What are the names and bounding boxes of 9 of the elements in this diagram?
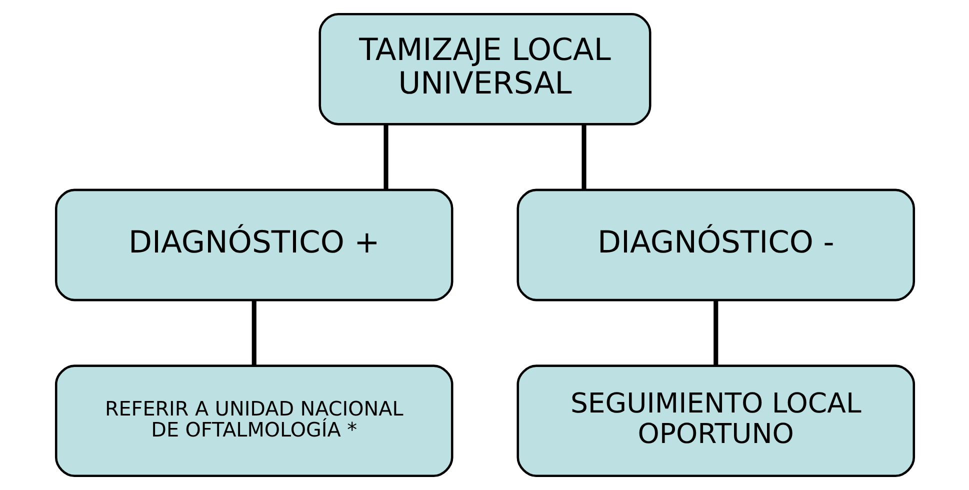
connector — [383, 124, 388, 190]
connector — [251, 300, 256, 366]
connector — [713, 300, 718, 366]
connector — [581, 124, 586, 190]
node-box: DIAGNÓSTICO + — [54, 188, 453, 302]
node-box: REFERIR A UNIDAD NACIONAL DE OFTALMOLOGÍA * — [54, 364, 453, 478]
node-box: SEGUIMIENTO LOCAL OPORTUNO — [516, 364, 915, 478]
node-box: TAMIZAJE LOCAL UNIVERSAL — [318, 12, 651, 126]
node-box: DIAGNÓSTICO - — [516, 188, 915, 302]
